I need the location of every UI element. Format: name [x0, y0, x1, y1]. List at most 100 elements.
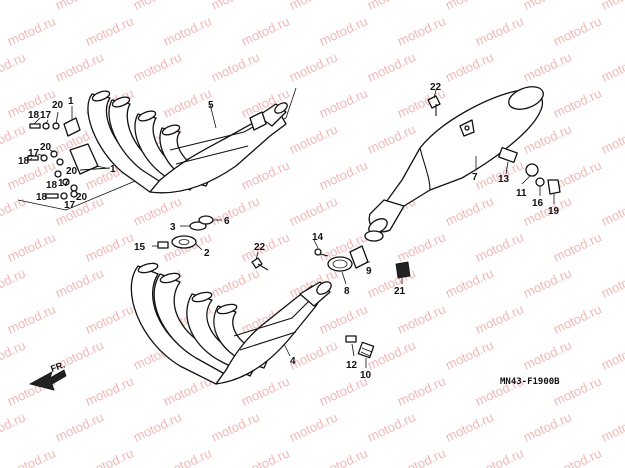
callout-17: 17: [58, 178, 70, 189]
watermark-text: motod.ru: [395, 445, 448, 468]
callout-7: 7: [472, 172, 478, 183]
watermark-text: motod.ru: [599, 121, 625, 156]
watermark-text: motod.ru: [473, 13, 526, 48]
watermark-text: motod.ru: [599, 337, 625, 372]
callout-14: 14: [312, 232, 324, 243]
right-hardware: [498, 146, 561, 195]
watermark-text: motod.ru: [365, 49, 418, 84]
watermark-text: motod.ru: [131, 0, 184, 13]
callout-18: 18: [36, 192, 48, 203]
watermark-text: motod.ru: [5, 445, 58, 468]
watermark-text: motod.ru: [443, 193, 496, 228]
watermark-text: motod.ru: [443, 409, 496, 444]
watermark-text: motod.ru: [599, 409, 625, 444]
callout-13: 13: [498, 174, 510, 185]
callout-19: 19: [548, 206, 560, 217]
watermark-text: motod.ru: [0, 193, 28, 228]
watermark-text: motod.ru: [83, 13, 136, 48]
watermark-text: motod.ru: [395, 301, 448, 336]
watermark-text: motod.ru: [131, 193, 184, 228]
watermark-text: motod.ru: [443, 265, 496, 300]
watermark-text: motod.ru: [551, 13, 604, 48]
watermark-text: motod.ru: [551, 445, 604, 468]
watermark-text: motod.ru: [317, 445, 370, 468]
watermark-text: motod.ru: [287, 121, 340, 156]
callout-18: 18: [18, 156, 30, 167]
watermark-text: motod.ru: [0, 337, 28, 372]
lower-exhaust-pipe-assembly: [130, 262, 332, 385]
watermark-text: motod.ru: [287, 0, 340, 13]
watermark-text: motod.ru: [0, 265, 28, 300]
watermark-text: motod.ru: [365, 265, 418, 300]
watermark-text: motod.ru: [473, 445, 526, 468]
callout-15: 15: [134, 242, 146, 253]
watermark-text: motod.ru: [365, 121, 418, 156]
watermark-text: motod.ru: [365, 409, 418, 444]
callout-11: 11: [516, 188, 527, 199]
watermark-text: motod.ru: [365, 0, 418, 13]
watermark-text: motod.ru: [5, 301, 58, 336]
joint-fasteners: [157, 215, 329, 271]
watermark-text: motod.ru: [599, 193, 625, 228]
watermark-text: motod.ru: [521, 49, 574, 84]
callout-18: 18: [28, 110, 40, 121]
watermark-text: motod.ru: [551, 229, 604, 264]
watermark-text: motod.ru: [473, 301, 526, 336]
part-callouts: 18 17 20 1 18 17 20 18 17 20 1 18 17 20 …: [18, 82, 560, 381]
watermark-text: motod.ru: [317, 13, 370, 48]
watermark-text: motod.ru: [287, 409, 340, 444]
watermark-text: motod.ru: [53, 265, 106, 300]
watermark-text: motod.ru: [599, 49, 625, 84]
callout-20: 20: [76, 192, 88, 203]
watermark-text: motod.ru: [443, 49, 496, 84]
watermark-text: motod.ru: [521, 0, 574, 13]
callout-1: 1: [68, 96, 74, 107]
callout-17: 17: [28, 148, 40, 159]
watermark-text: motod.ru: [239, 157, 292, 192]
upper-exhaust-pipe-assembly: [17, 87, 297, 211]
watermark-text: motod.ru: [161, 13, 214, 48]
watermark-text: motod.ru: [0, 49, 28, 84]
watermark-text: motod.ru: [521, 337, 574, 372]
watermark-text: motod.ru: [209, 49, 262, 84]
callout-20: 20: [52, 100, 64, 111]
watermark-text: motod.ru: [599, 0, 625, 13]
front-direction-indicator: [28, 369, 67, 391]
direction-label: FR.: [49, 360, 66, 374]
leader-lines: [29, 89, 555, 368]
watermark-text: motod.ru: [443, 0, 496, 13]
callout-8: 8: [344, 286, 350, 297]
watermark-text: motod.ru: [209, 265, 262, 300]
watermark-text: motod.ru: [239, 229, 292, 264]
watermark-text: motod.ru: [83, 301, 136, 336]
watermark-text: motod.ru: [287, 49, 340, 84]
watermark-text: motod.ru: [209, 193, 262, 228]
watermark-text: motod.ru: [131, 49, 184, 84]
muffler-joint-clamp: [327, 230, 384, 272]
watermark-text: motod.ru: [317, 157, 370, 192]
watermark-text: motod.ru: [395, 373, 448, 408]
small-hardware: [345, 261, 411, 359]
watermark-text: motod.ru: [83, 229, 136, 264]
watermark-text: motod.ru: [521, 265, 574, 300]
callout-6: 6: [224, 216, 230, 227]
watermark-text: motod.ru: [0, 0, 28, 13]
callout-9: 9: [366, 266, 372, 277]
watermark-text: motod.ru: [0, 121, 28, 156]
callout-20: 20: [40, 142, 52, 153]
watermark-text: motod.ru: [131, 409, 184, 444]
callout-17: 17: [64, 200, 76, 211]
watermark-text: motod.ru: [5, 13, 58, 48]
watermark-text: motod.ru: [317, 301, 370, 336]
watermark-text: motod.ru: [287, 193, 340, 228]
watermark-text: motod.ru: [83, 373, 136, 408]
diagram-code: MN43-F1900B: [500, 377, 560, 387]
callout-17: 17: [40, 110, 52, 121]
callout-4: 4: [290, 356, 296, 367]
watermark-text: motod.ru: [0, 409, 28, 444]
watermark-text: motod.ru: [209, 0, 262, 13]
watermark-text: motod.ru: [551, 301, 604, 336]
callout-1: 1: [110, 164, 116, 175]
